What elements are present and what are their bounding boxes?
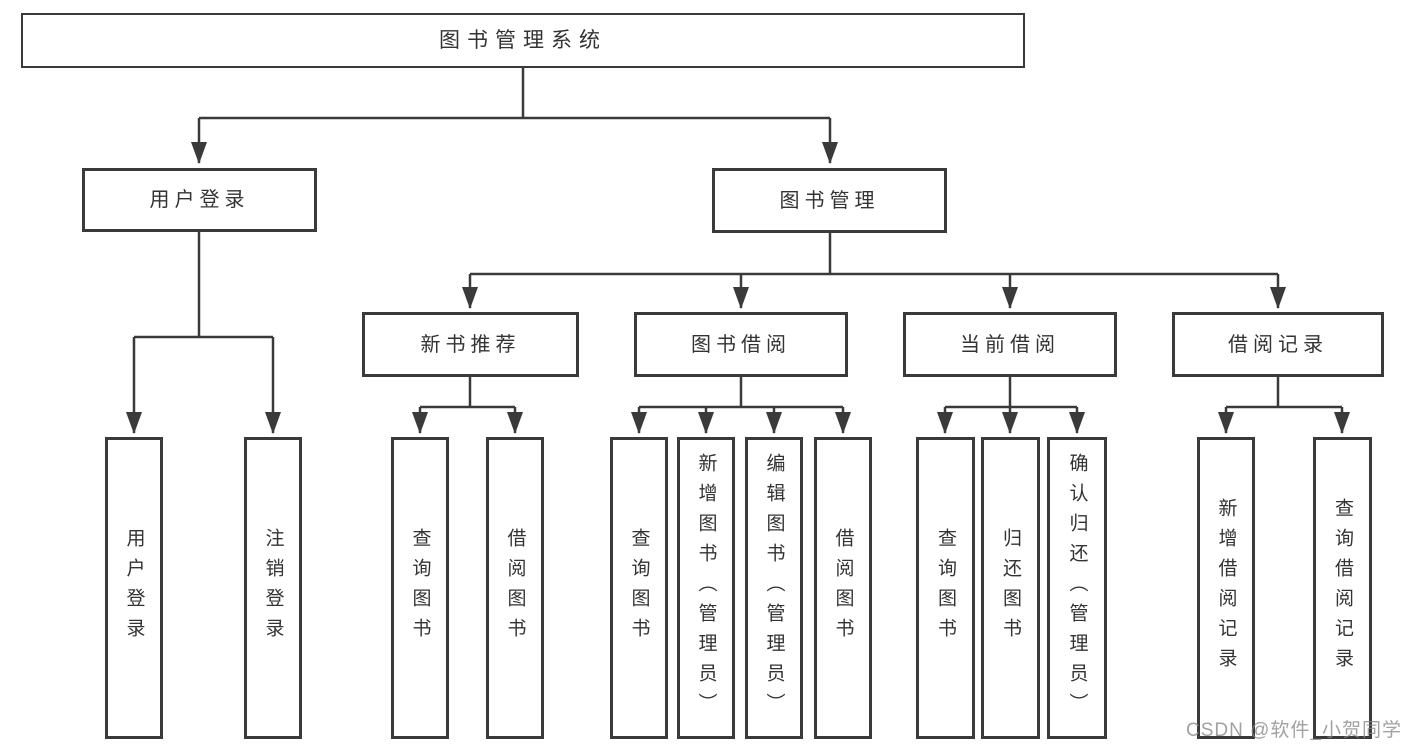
leaf-user-login: 用户登录 [105, 437, 163, 739]
leaf-query-books-borrow: 查询图书 [610, 437, 668, 739]
leaf-edit-books-admin: 编辑图书（管理员） [745, 437, 803, 739]
leaf-query-books-current: 查询图书 [916, 437, 975, 739]
leaf-borrow-books: 借阅图书 [814, 437, 872, 739]
leaf-return-books: 归还图书 [981, 437, 1040, 739]
node-label: 确认归还（管理员） [1066, 453, 1088, 723]
connector-book-borrowing-branch [631, 377, 851, 434]
node-label: 图书借阅 [691, 333, 791, 356]
node-book-borrowing: 图书借阅 [634, 312, 848, 377]
node-label: 查询图书 [409, 528, 431, 648]
node-user-login: 用户登录 [82, 168, 317, 232]
connector-new-book-recommendation-branch [412, 377, 523, 434]
node-label: 当前借阅 [960, 333, 1060, 356]
node-label: 图书管理 [779, 189, 880, 212]
node-label: 新增借阅记录 [1215, 498, 1237, 678]
node-label: 归还图书 [1000, 528, 1021, 648]
leaf-query-books-recommend: 查询图书 [391, 437, 449, 739]
connector-user-login-branch [126, 232, 281, 434]
node-label: 借阅记录 [1228, 333, 1328, 356]
node-label: 查询图书 [935, 528, 956, 648]
node-label: 查询图书 [628, 528, 650, 648]
node-label: 编辑图书（管理员） [763, 453, 785, 723]
node-label: 借阅图书 [504, 528, 526, 648]
connector-borrowing-records-branch [1218, 377, 1350, 434]
node-label: 新书推荐 [420, 333, 521, 356]
leaf-query-borrow-record: 查询借阅记录 [1313, 437, 1372, 739]
node-label: 查询借阅记录 [1332, 498, 1353, 678]
node-borrowing-records: 借阅记录 [1172, 312, 1384, 377]
node-library-management-system: 图书管理系统 [21, 13, 1025, 68]
leaf-add-borrow-record: 新增借阅记录 [1197, 437, 1255, 739]
leaf-logout: 注销登录 [244, 437, 302, 739]
connector-current-borrowing-branch [937, 377, 1085, 434]
csdn-watermark: CSDN @软件_小贺同学 [1186, 720, 1402, 741]
node-new-book-recommendation: 新书推荐 [362, 312, 579, 377]
connector-book-management-branch [462, 233, 1286, 309]
connector-root-branch [191, 67, 838, 164]
node-current-borrowing: 当前借阅 [903, 312, 1117, 377]
node-label: 新增图书（管理员） [695, 453, 717, 723]
leaf-borrow-books-recommend: 借阅图书 [486, 437, 544, 739]
leaf-add-books-admin: 新增图书（管理员） [677, 437, 735, 739]
node-label: 用户登录 [123, 528, 145, 648]
node-label: 借阅图书 [832, 528, 854, 648]
node-label: 用户登录 [149, 189, 250, 211]
node-label: 图书管理系统 [439, 29, 607, 52]
leaf-confirm-return-admin: 确认归还（管理员） [1047, 437, 1107, 739]
node-label: 注销登录 [262, 528, 284, 648]
node-book-management: 图书管理 [712, 168, 947, 233]
